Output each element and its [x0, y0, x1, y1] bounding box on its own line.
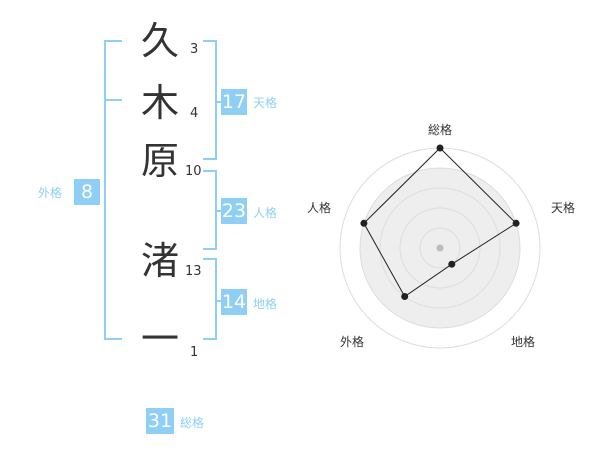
name-char-3: 原: [140, 139, 179, 183]
tenkaku-bracket: [203, 40, 217, 160]
stroke-count-4: 13: [185, 264, 202, 279]
gaikaku-bracket: [104, 40, 122, 340]
chikaku-label: 地格: [253, 297, 278, 311]
tenkaku-label: 天格: [253, 96, 278, 110]
stroke-count-3: 10: [185, 164, 202, 179]
chikaku-value: 14: [221, 289, 247, 315]
chikaku-bracket: [203, 258, 217, 340]
radar-ring-1: [419, 227, 461, 269]
radar-axis-label-jinkaku: 人格: [306, 201, 331, 215]
radar-center-dot: [436, 244, 444, 252]
soukaku-label: 総格: [180, 416, 205, 430]
gaikaku-label: 外格: [38, 186, 63, 200]
radar-point-3: [448, 260, 456, 268]
stroke-count-2: 4: [190, 106, 199, 121]
radar-point-1: [436, 144, 444, 152]
jinkaku-label: 人格: [253, 206, 278, 220]
radar-axis-label-gaikaku: 外格: [339, 335, 364, 349]
name-char-1: 久: [140, 19, 179, 63]
jinkaku-bracket-tick: [215, 210, 222, 212]
radar-ring-3: [379, 187, 501, 309]
radar-point-5: [360, 219, 368, 227]
stroke-count-5: 1: [190, 345, 199, 360]
radar-point-4: [401, 293, 409, 300]
radar-axis-label-chikaku: 地格: [510, 335, 535, 349]
radar-point-2: [512, 219, 520, 227]
gaikaku-value: 8: [74, 179, 100, 205]
radar-axis-label-tenkaku: 天格: [550, 201, 575, 215]
radar-ring-2: [399, 207, 481, 289]
tenkaku-value: 17: [221, 89, 247, 115]
name-char-2: 木: [140, 81, 179, 125]
soukaku-value: 31: [146, 408, 174, 434]
radar-axis-label-soukaku: 総格: [427, 123, 452, 137]
jinkaku-value: 23: [221, 198, 247, 224]
stroke-count-1: 3: [190, 42, 199, 57]
name-char-4: 渚: [140, 239, 179, 283]
radar-data-polygon: [363, 147, 517, 298]
gaikaku-bracket-tick: [104, 99, 122, 101]
tenkaku-bracket-tick: [215, 101, 222, 103]
chikaku-bracket-tick: [215, 300, 222, 302]
name-char-5: 一: [140, 317, 179, 361]
